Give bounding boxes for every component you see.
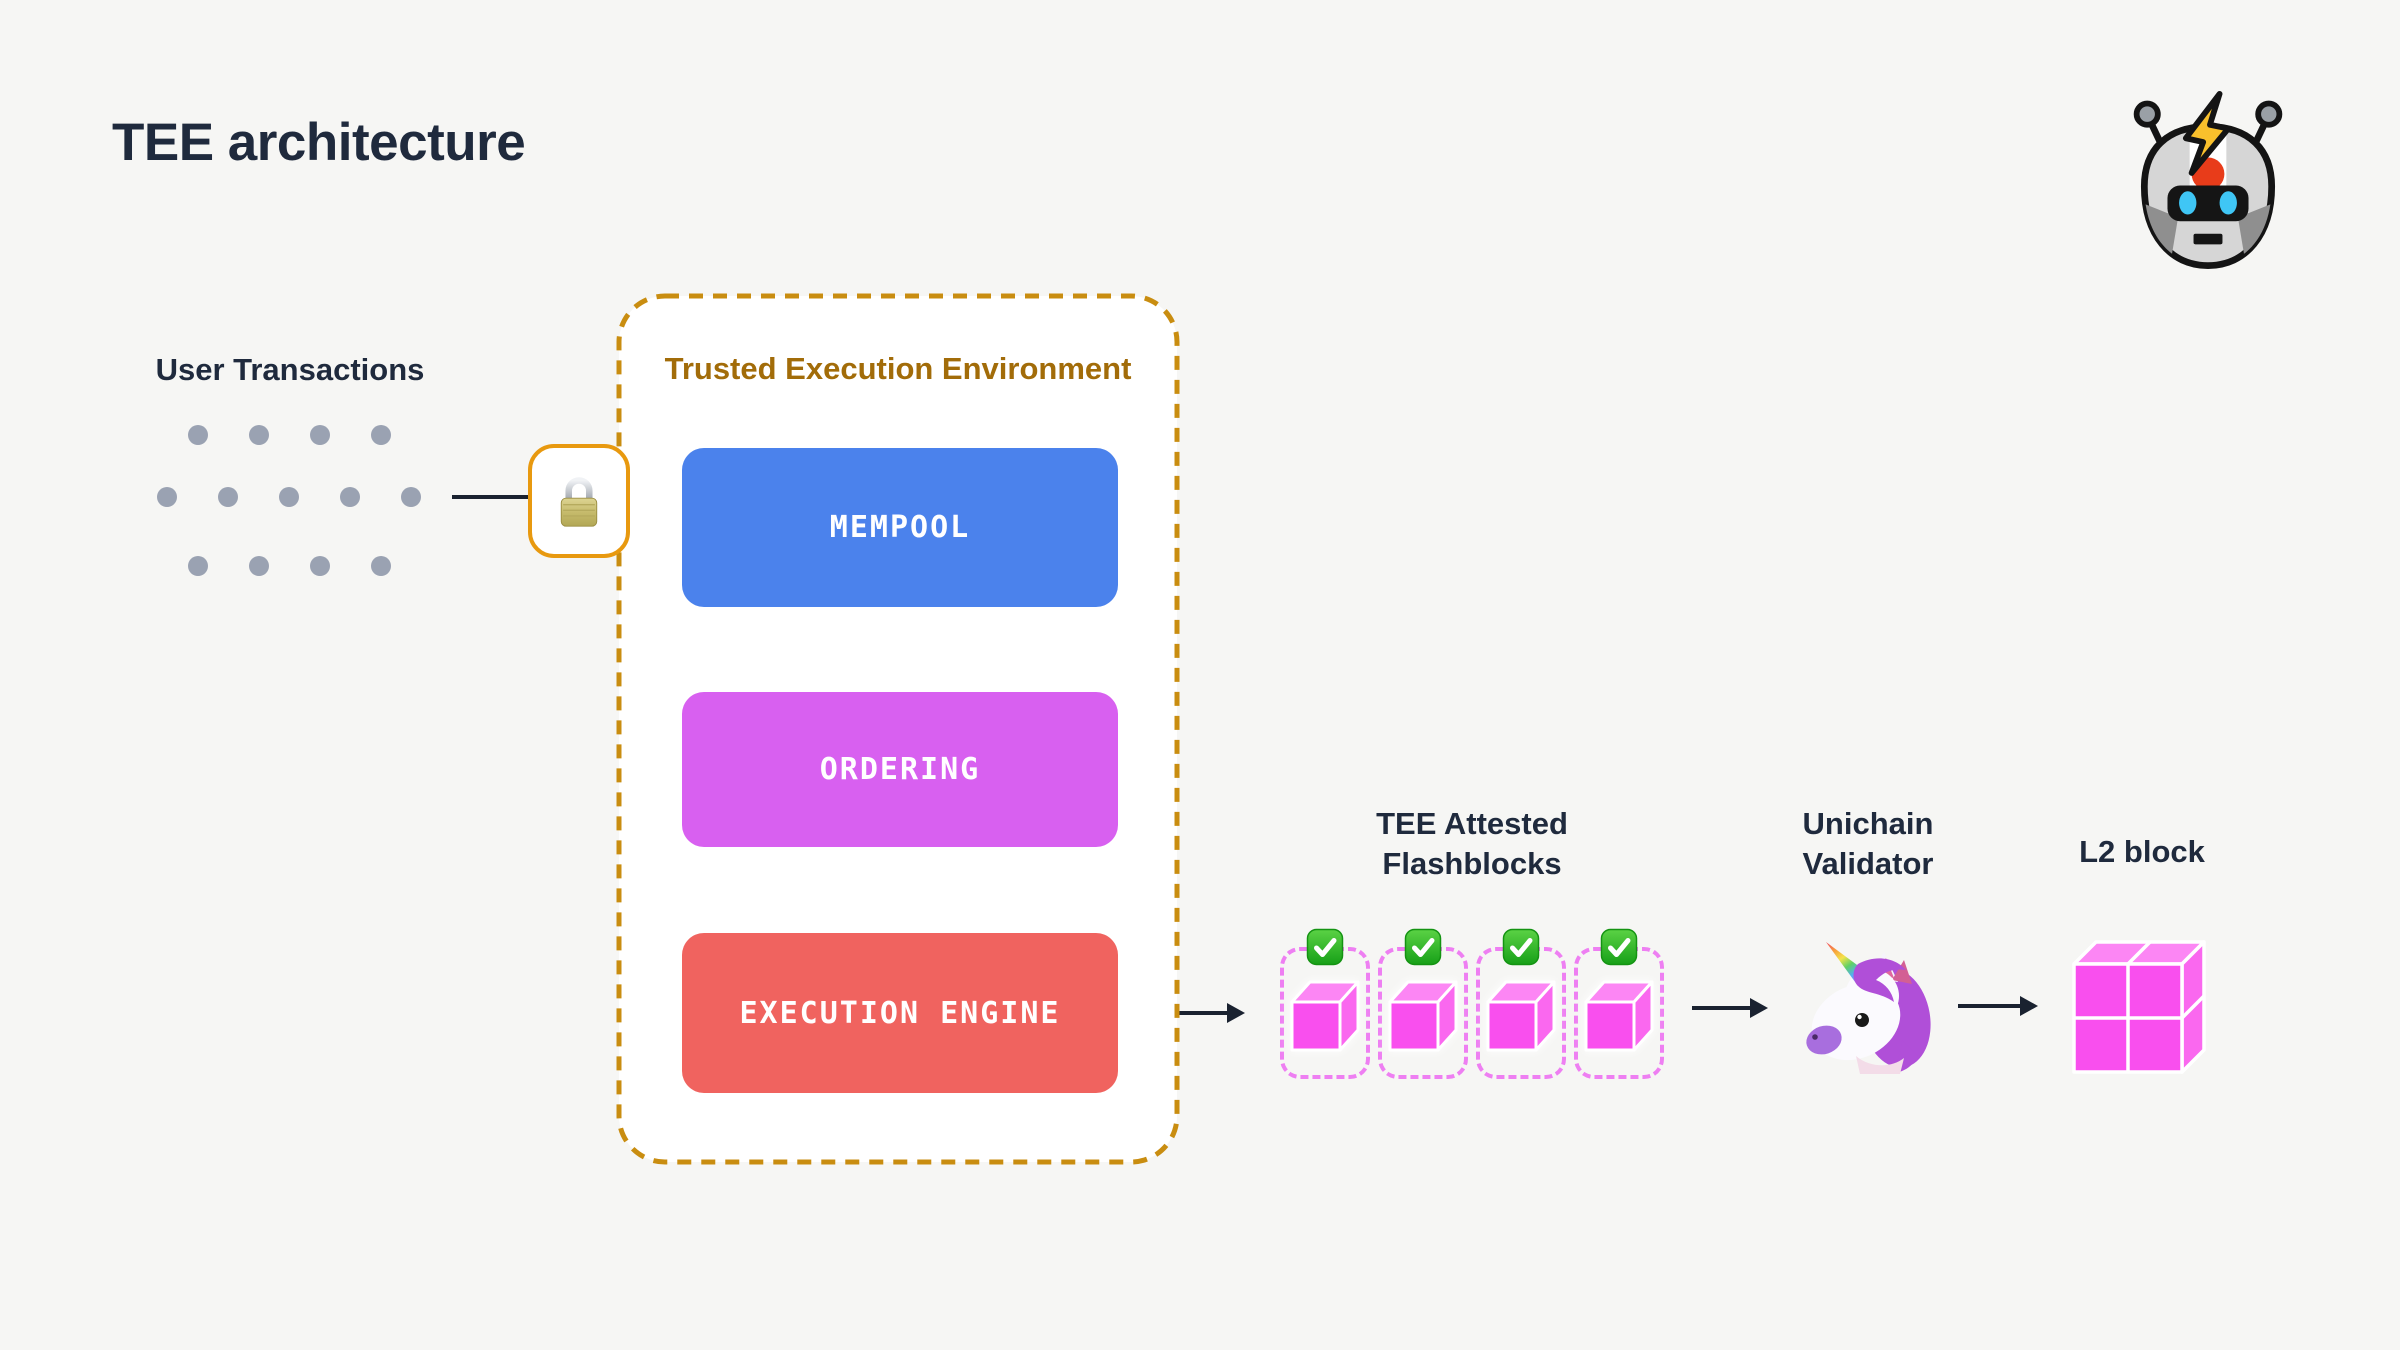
page-title: TEE architecture xyxy=(112,113,526,172)
stage-ordering: ORDERING xyxy=(682,692,1118,847)
arrow-dots-to-lock xyxy=(452,495,528,499)
flashblock-cube-icon xyxy=(1290,980,1360,1052)
flashblock-cube-icon xyxy=(1388,980,1458,1052)
flashblocks-group xyxy=(1280,908,1670,1088)
transaction-dot xyxy=(188,556,208,576)
l2-block-label: L2 block xyxy=(2079,834,2205,869)
stage-execution-engine-label: EXECUTION ENGINE xyxy=(739,995,1061,1031)
unicorn-icon xyxy=(1800,936,1940,1076)
flashblock-cube-icon xyxy=(1584,980,1654,1052)
user-transactions-label: User Transactions xyxy=(155,352,425,387)
l2-block-cubes-icon xyxy=(2070,936,2210,1076)
lock-icon xyxy=(560,477,598,527)
transaction-dot xyxy=(157,487,177,507)
transaction-dot xyxy=(218,487,238,507)
transaction-dot xyxy=(249,425,269,445)
arrow-validator-to-l2block xyxy=(1958,996,2038,1016)
validator-label: Unichain Validator xyxy=(1802,806,1934,881)
transaction-dot xyxy=(371,556,391,576)
stage-mempool-label: MEMPOOL xyxy=(829,510,971,545)
transaction-dot xyxy=(310,425,330,445)
flashblocks-label: TEE Attested Flashblocks xyxy=(1376,806,1568,881)
tee-title: Trusted Execution Environment xyxy=(664,351,1132,386)
robot-logo-icon xyxy=(2126,90,2290,282)
stage-ordering-label: ORDERING xyxy=(819,752,981,787)
transaction-dots xyxy=(155,425,425,585)
transaction-dot xyxy=(249,556,269,576)
flashblock-cube-icon xyxy=(1486,980,1556,1052)
stage-mempool: MEMPOOL xyxy=(682,448,1118,607)
lock-badge xyxy=(528,444,630,558)
attested-check-icon xyxy=(1404,928,1442,966)
stage-execution-engine: EXECUTION ENGINE xyxy=(682,933,1118,1093)
tee-container: Trusted Execution Environment MEMPOOL OR… xyxy=(616,293,1180,1165)
attested-check-icon xyxy=(1502,928,1540,966)
attested-check-icon xyxy=(1306,928,1344,966)
arrow-flashblocks-to-validator xyxy=(1692,998,1768,1018)
transaction-dot xyxy=(279,487,299,507)
transaction-dot xyxy=(401,487,421,507)
transaction-dot xyxy=(340,487,360,507)
transaction-dot xyxy=(188,425,208,445)
attested-check-icon xyxy=(1600,928,1638,966)
transaction-dot xyxy=(310,556,330,576)
transaction-dot xyxy=(371,425,391,445)
